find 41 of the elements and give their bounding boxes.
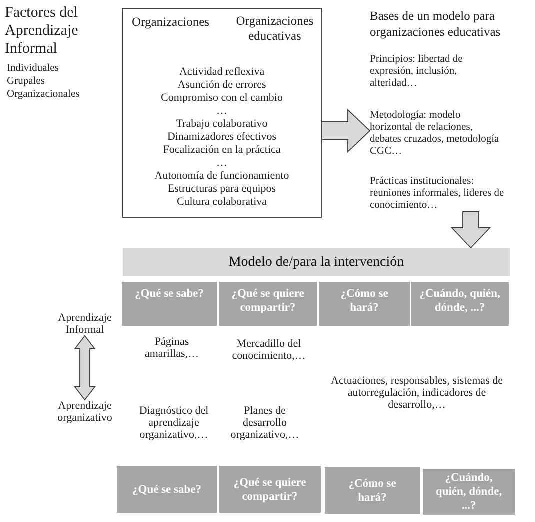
model-paragraph: Prácticas institucionales: reuniones informales, lideres de conocimiento… — [370, 176, 506, 212]
factor-line: Focalización en la práctica — [163, 144, 281, 157]
factor-line: Autonomía de funcionamiento — [154, 170, 290, 183]
example-text: Páginas amarillas,… — [144, 336, 200, 360]
factor-item: Organizacionales — [7, 88, 80, 101]
double-block-arrow — [74, 335, 96, 401]
factor-item: Grupales — [7, 75, 45, 88]
factor-line: Actividad reflexiva — [179, 66, 265, 79]
question-cell: ¿Qué se sabe? — [122, 282, 217, 326]
question-cell: ¿Cuándo, quién, dónde, ...? — [423, 469, 515, 515]
example-text: Actuaciones, responsables, sistemas de autorregulación, indicadores de desarrollo,… — [330, 375, 504, 411]
column-heading: Organizaciones educativas — [235, 14, 315, 44]
column-heading: Organizaciones — [132, 15, 210, 30]
question-cell: ¿Cómo se hará? — [325, 467, 420, 514]
factor-box — [122, 8, 322, 218]
factor-line: Compromiso con el cambio — [161, 92, 283, 105]
factor-line: … — [216, 105, 228, 118]
model-paragraph: Principios: libertad de expresión, inclusión, alteridad… — [370, 54, 464, 90]
factor-line: Asunción de errores — [178, 79, 266, 92]
question-cell: ¿Cómo se hará? — [319, 282, 410, 326]
question-cell: ¿Cuándo, quién, dónde, ...? — [411, 282, 509, 326]
factor-line: … — [216, 157, 228, 170]
question-cell: ¿Qué se quiere compartir? — [219, 466, 321, 513]
question-cell: ¿Qué se quiere compartir? — [219, 282, 317, 326]
example-text: Planes de desarrollo organizativo,… — [230, 405, 300, 441]
factor-line: Cultura colaborativa — [176, 196, 268, 209]
factor-line: Estructuras para equipos — [168, 183, 276, 196]
row-label: Aprendizaje organizativo — [48, 400, 122, 424]
example-text: Diagnóstico del aprendizaje organizativo,… — [138, 405, 210, 441]
example-text: Mercadillo del conocimiento,… — [231, 338, 307, 362]
model-paragraph: Metodología: modelo horizontal de relaciones, debates cruzados, metodología CGC… — [370, 110, 500, 158]
factor-line: Dinamizadores efectivos — [167, 131, 277, 144]
factor-line: Trabajo colaborativo — [176, 118, 268, 131]
section-heading: Bases de un modelo para organizaciones educativas — [370, 8, 502, 40]
intervention-banner: Modelo de/para la intervención — [123, 248, 510, 276]
question-cell: ¿Qué se sabe? — [117, 466, 217, 513]
block-arrow — [322, 108, 371, 154]
block-arrow — [450, 212, 492, 249]
row-label: Aprendizaje Informal — [48, 312, 122, 336]
factor-item: Individuales — [7, 62, 59, 75]
column-heading: Factores del Aprendizaje Informal — [5, 4, 80, 58]
